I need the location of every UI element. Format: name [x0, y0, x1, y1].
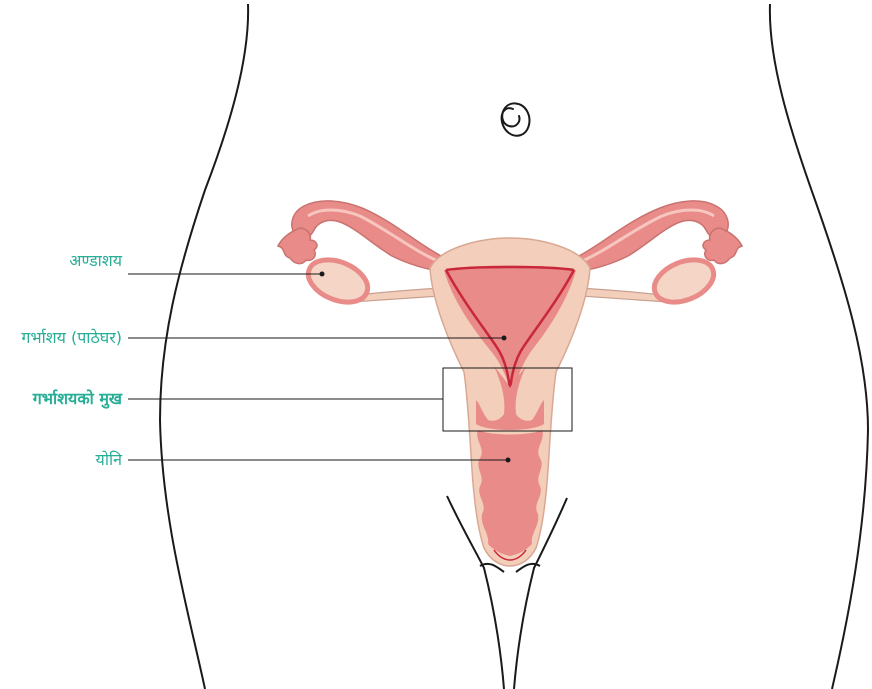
leader-dot-vagina	[506, 458, 511, 463]
leader-dot-uterus	[502, 336, 507, 341]
label-vagina: योनि	[96, 450, 122, 470]
label-ovary: अण्डाशय	[69, 251, 122, 271]
navel-icon	[502, 103, 530, 135]
body-outline-right	[770, 4, 868, 689]
label-cervix: गर्भाशयको मुख	[33, 389, 122, 409]
leader-dot-ovary	[320, 272, 325, 277]
label-uterus: गर्भाशय (पाठेघर)	[21, 328, 122, 348]
body-outline-left	[160, 4, 248, 689]
